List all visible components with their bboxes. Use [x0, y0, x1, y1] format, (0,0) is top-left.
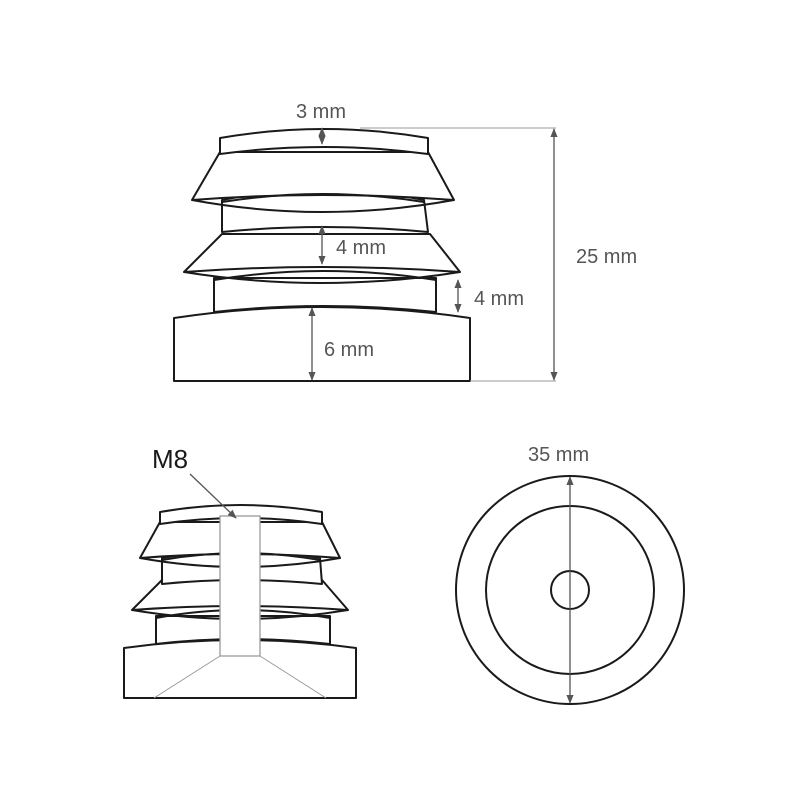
threaded-bore — [219, 515, 261, 657]
dim-label-total-height: 25 mm — [576, 246, 637, 268]
thread-label: M8 — [152, 444, 188, 474]
dim-label-top-lip: 3 mm — [296, 101, 346, 123]
side-view: 3 mm 4 mm 4 mm 6 mm 25 mm — [173, 101, 637, 382]
bottom-view: 35 mm — [455, 444, 685, 705]
side-neck — [213, 277, 437, 313]
dim-label-middle-ring: 4 mm — [336, 237, 386, 259]
thread-leader — [189, 473, 237, 519]
side-upper-fin — [191, 151, 455, 201]
section-view: M8 — [123, 444, 357, 699]
side-top-lip — [219, 128, 429, 155]
dim-label-diameter: 35 mm — [528, 444, 589, 466]
section-top-lip — [159, 504, 323, 525]
side-base — [173, 306, 471, 382]
dim-label-base: 6 mm — [324, 339, 374, 361]
dim-label-neck: 4 mm — [474, 288, 524, 310]
